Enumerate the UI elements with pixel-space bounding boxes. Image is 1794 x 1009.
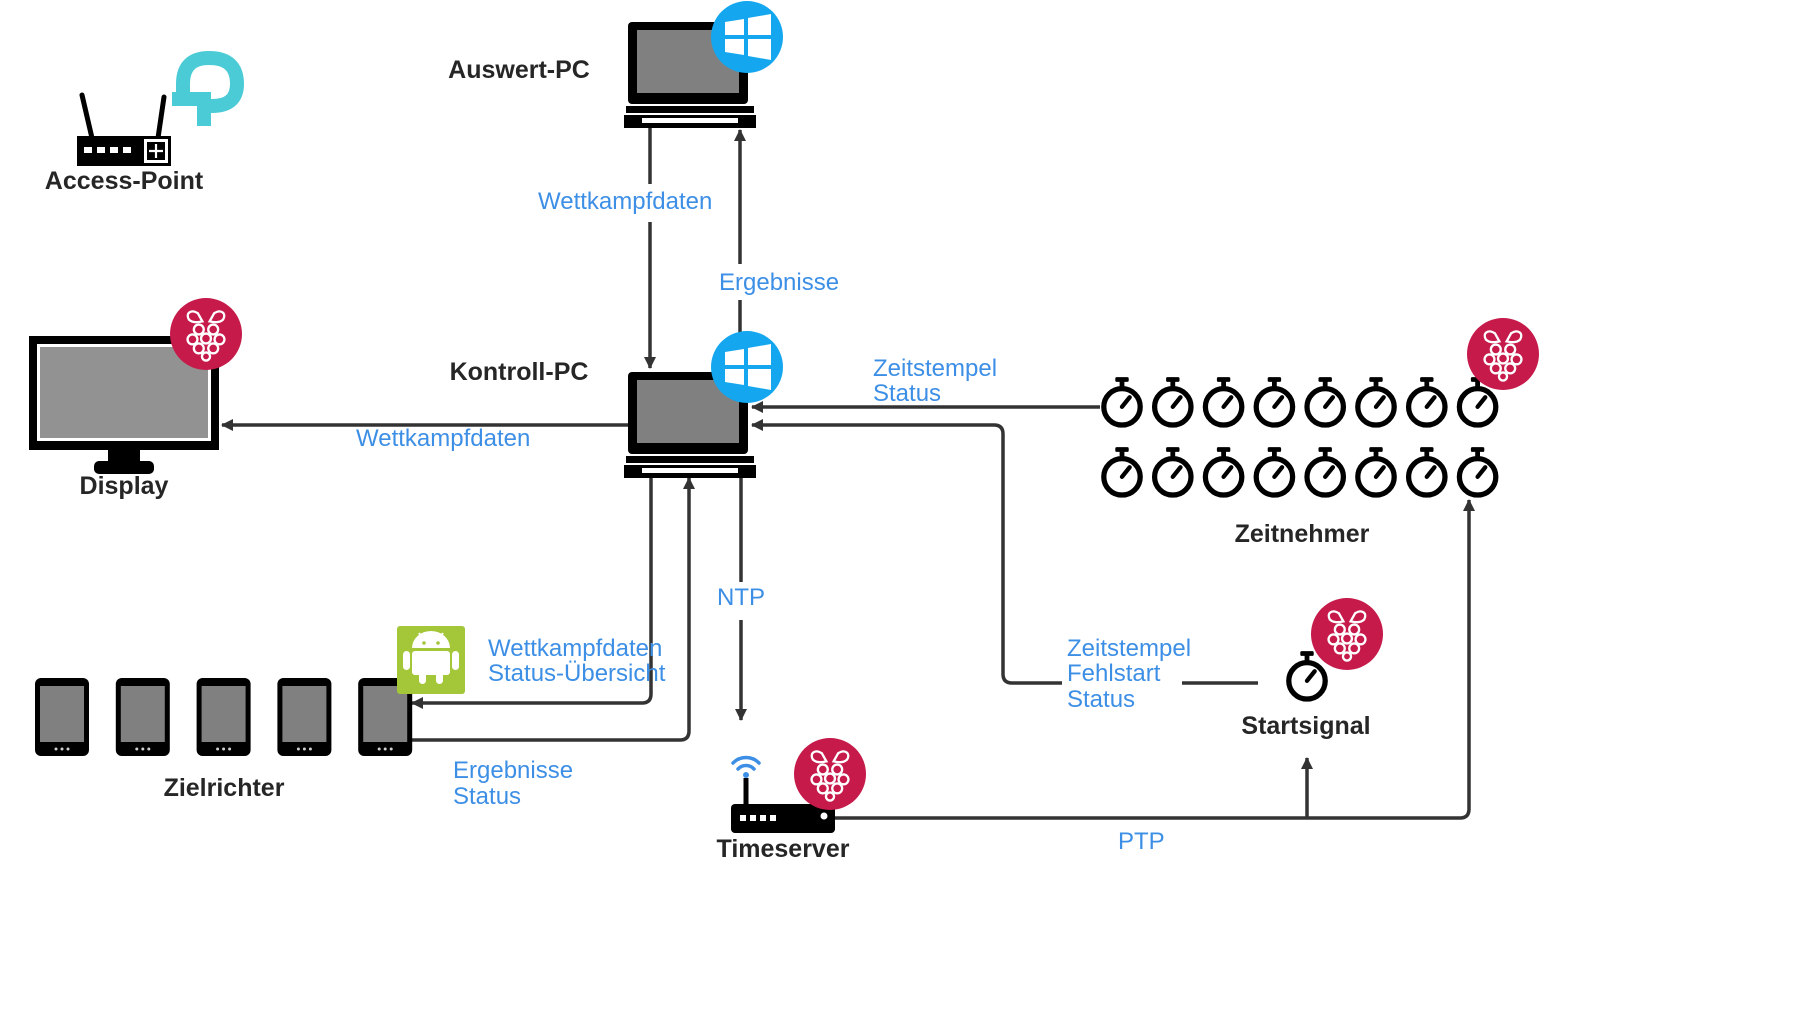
stopwatch-icon <box>1307 447 1343 495</box>
stopwatch-icon <box>1155 447 1191 495</box>
edge-label-ptp: PTP <box>1118 828 1165 855</box>
raspberry-pi-icon <box>170 298 242 370</box>
edge-kontroll-to-zielrichter <box>411 478 653 709</box>
stopwatch-icon <box>1155 377 1191 425</box>
router-icon <box>77 92 171 166</box>
stopwatch-icon <box>1205 447 1241 495</box>
stopwatch-icon <box>1307 377 1343 425</box>
stopwatch-icon <box>1104 377 1140 425</box>
zeitnehmer-label: Zeitnehmer <box>1235 520 1370 548</box>
windows-icon <box>711 331 783 403</box>
edge-labels: Wettkampfdaten Ergebnisse Wettkampfdaten… <box>356 184 1191 855</box>
edge-label-auswert-to-kontroll: Wettkampfdaten <box>538 188 712 215</box>
edge-label-startsignal-line-1: Zeitstempel <box>1067 635 1191 662</box>
timeserver-label: Timeserver <box>717 835 850 863</box>
edge-label-zeitnehmer-line-2: Status <box>873 380 941 407</box>
edge-label-zielrichter-in-line-1: Wettkampfdaten <box>488 635 662 662</box>
router-icon <box>731 778 835 833</box>
edge-zielrichter-to-kontroll <box>410 477 695 742</box>
kontroll-pc-node: Kontroll-PC <box>450 331 783 478</box>
wifi-icon <box>731 755 761 778</box>
zielrichter-node: Zielrichter <box>35 626 465 802</box>
edge-label-zielrichter-in-line-2: Status-Übersicht <box>488 660 666 687</box>
stopwatch-icon <box>1459 447 1495 495</box>
raspberry-pi-icon <box>794 738 866 810</box>
edge-label-zielrichter-out-line-1: Ergebnisse <box>453 757 573 784</box>
android-icon <box>397 626 465 694</box>
tablet-icon <box>277 678 332 756</box>
tp-link-icon <box>172 50 245 126</box>
access-point-node: Access-Point <box>45 50 245 195</box>
startsignal-node: Startsignal <box>1241 598 1383 740</box>
stopwatch-icon <box>1409 447 1445 495</box>
edge-label-startsignal-line-2: Fehlstart <box>1067 660 1161 687</box>
edge-label-kontroll-to-auswert: Ergebnisse <box>719 269 839 296</box>
edge-label-zeitnehmer-line-1: Zeitstempel <box>873 355 997 382</box>
connections <box>221 128 1475 820</box>
access-point-label: Access-Point <box>45 167 204 195</box>
zeitnehmer-node: Zeitnehmer <box>1104 318 1539 548</box>
kontroll-pc-label: Kontroll-PC <box>450 358 589 386</box>
windows-icon <box>711 1 783 73</box>
stopwatch-icon <box>1256 447 1292 495</box>
stopwatch-grid <box>1104 377 1496 495</box>
stopwatch-icon <box>1205 377 1241 425</box>
stopwatch-icon <box>1358 377 1394 425</box>
auswert-pc-label: Auswert-PC <box>448 56 590 84</box>
tablet-icon <box>115 678 170 756</box>
stopwatch-icon <box>1256 377 1292 425</box>
stopwatch-icon <box>1358 447 1394 495</box>
zielrichter-label: Zielrichter <box>164 774 285 802</box>
edge-label-kontroll-to-display: Wettkampfdaten <box>356 425 530 452</box>
edge-label-ntp: NTP <box>717 584 765 611</box>
startsignal-label: Startsignal <box>1241 712 1370 740</box>
stopwatch-icon <box>1289 651 1325 699</box>
edge-ptp-to-zeitnehmer <box>835 499 1475 820</box>
tablet-row <box>35 678 413 756</box>
stopwatch-icon <box>1409 377 1445 425</box>
edge-startsignal-to-kontroll <box>752 425 1258 685</box>
auswert-pc-node: Auswert-PC <box>448 1 783 128</box>
tablet-icon <box>35 678 89 756</box>
stopwatch-icon <box>1104 447 1140 495</box>
display-label: Display <box>80 472 169 500</box>
raspberry-pi-icon <box>1311 598 1383 670</box>
tablet-icon <box>196 678 251 756</box>
display-node: Display <box>29 298 242 500</box>
edge-label-zielrichter-out-line-2: Status <box>453 783 521 810</box>
edge-label-startsignal-line-3: Status <box>1067 686 1135 713</box>
timeserver-node: Timeserver <box>717 738 866 863</box>
raspberry-pi-icon <box>1467 318 1539 390</box>
